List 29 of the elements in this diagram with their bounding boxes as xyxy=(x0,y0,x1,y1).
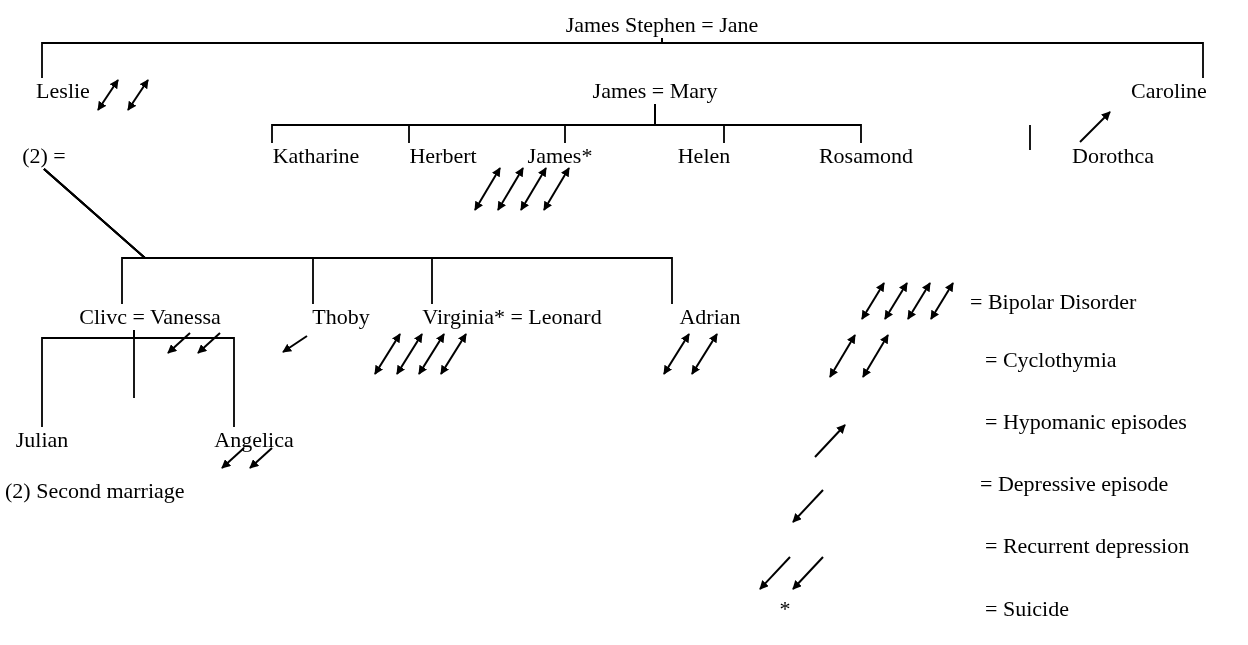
person-name: (2) = xyxy=(22,143,66,169)
footnote: (2) Second marriage xyxy=(5,478,185,504)
person-name: Angelica xyxy=(214,427,294,453)
legend-text: = Bipolar Disorder xyxy=(970,289,1137,315)
person-name: Adrian xyxy=(679,304,741,330)
pedigree-line xyxy=(133,329,235,428)
person-name: Caroline xyxy=(1131,78,1207,104)
person-name: Leslie xyxy=(36,78,90,104)
name-label: Dorothca xyxy=(1072,143,1154,169)
person-name: James* xyxy=(527,143,593,169)
person-name: Julian xyxy=(15,427,69,453)
legend-text: = Depressive episode xyxy=(980,471,1169,497)
person-name: Katharine xyxy=(272,143,360,169)
pedigree-line xyxy=(654,103,862,144)
person-name: Clivc = Vanessa xyxy=(79,304,221,330)
person-name: Thoby xyxy=(312,304,370,330)
legend-text: = Cyclothymia xyxy=(985,347,1117,373)
pedigree-line xyxy=(661,37,1204,79)
person-name: Virginia* = Leonard xyxy=(422,304,602,330)
legend-text: = Recurrent depression xyxy=(985,533,1190,559)
person-name: Rosamond xyxy=(818,143,914,169)
pedigree-line xyxy=(43,168,673,305)
person-name: Helen xyxy=(677,143,731,169)
legend-text: = Hypomanic episodes xyxy=(985,409,1187,435)
legend-text: = Suicide xyxy=(985,596,1069,622)
person-name: James Stephen = Jane xyxy=(565,12,759,38)
person-name: Herbert xyxy=(409,143,477,169)
person-name: James = Mary xyxy=(592,78,718,104)
suicide-mark: * xyxy=(779,596,791,622)
